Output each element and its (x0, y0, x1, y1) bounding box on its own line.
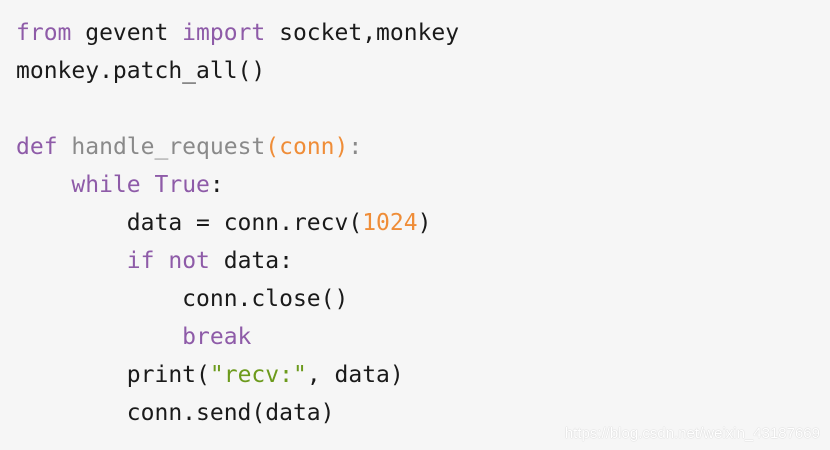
print-args: , data) (306, 362, 404, 388)
keyword-if: if (126, 248, 155, 274)
code-line-7: if not data: (16, 242, 830, 280)
watermark: https://blog.csdn.net/weixin_43187669 (564, 425, 820, 442)
function-params: (conn) (265, 134, 349, 160)
code-line-6: data = conn.recv(1024) (126, 210, 432, 236)
import-names: socket,monkey (265, 20, 460, 46)
keyword-not: not (168, 248, 210, 274)
code-line-5: while True: (71, 172, 224, 198)
code-line-4: def handle_request(conn): (16, 128, 830, 166)
send-call: conn.send(data) (126, 400, 335, 426)
code-line-3-blank (16, 90, 830, 128)
keyword-def: def (16, 134, 58, 160)
def-colon: : (348, 134, 363, 160)
code-line-9: break (16, 318, 830, 356)
code-line-2: monkey.patch_all() (16, 52, 830, 90)
keyword-from: from (16, 20, 72, 46)
number-literal: 1024 (362, 210, 418, 236)
code-line-10: print("recv:", data) (16, 356, 830, 394)
module-name: gevent (71, 20, 183, 46)
recv-call: data = conn.recv( (126, 210, 363, 236)
keyword-while: while (71, 172, 141, 198)
print-call: print( (126, 362, 210, 388)
code-line-1: from gevent import socket,monkey (16, 14, 830, 52)
string-literal: "recv:" (209, 362, 307, 388)
patch-call: monkey.patch_all() (16, 58, 266, 84)
keyword-break: break (182, 324, 252, 350)
code-line-11: conn.send(data) (16, 394, 830, 432)
function-name: handle_request (71, 134, 266, 160)
code-line-8: conn.close() (16, 280, 830, 318)
keyword-import: import (182, 20, 266, 46)
keyword-true: True (154, 172, 210, 198)
if-condition: data: (209, 248, 293, 274)
close-call: conn.close() (182, 286, 349, 312)
